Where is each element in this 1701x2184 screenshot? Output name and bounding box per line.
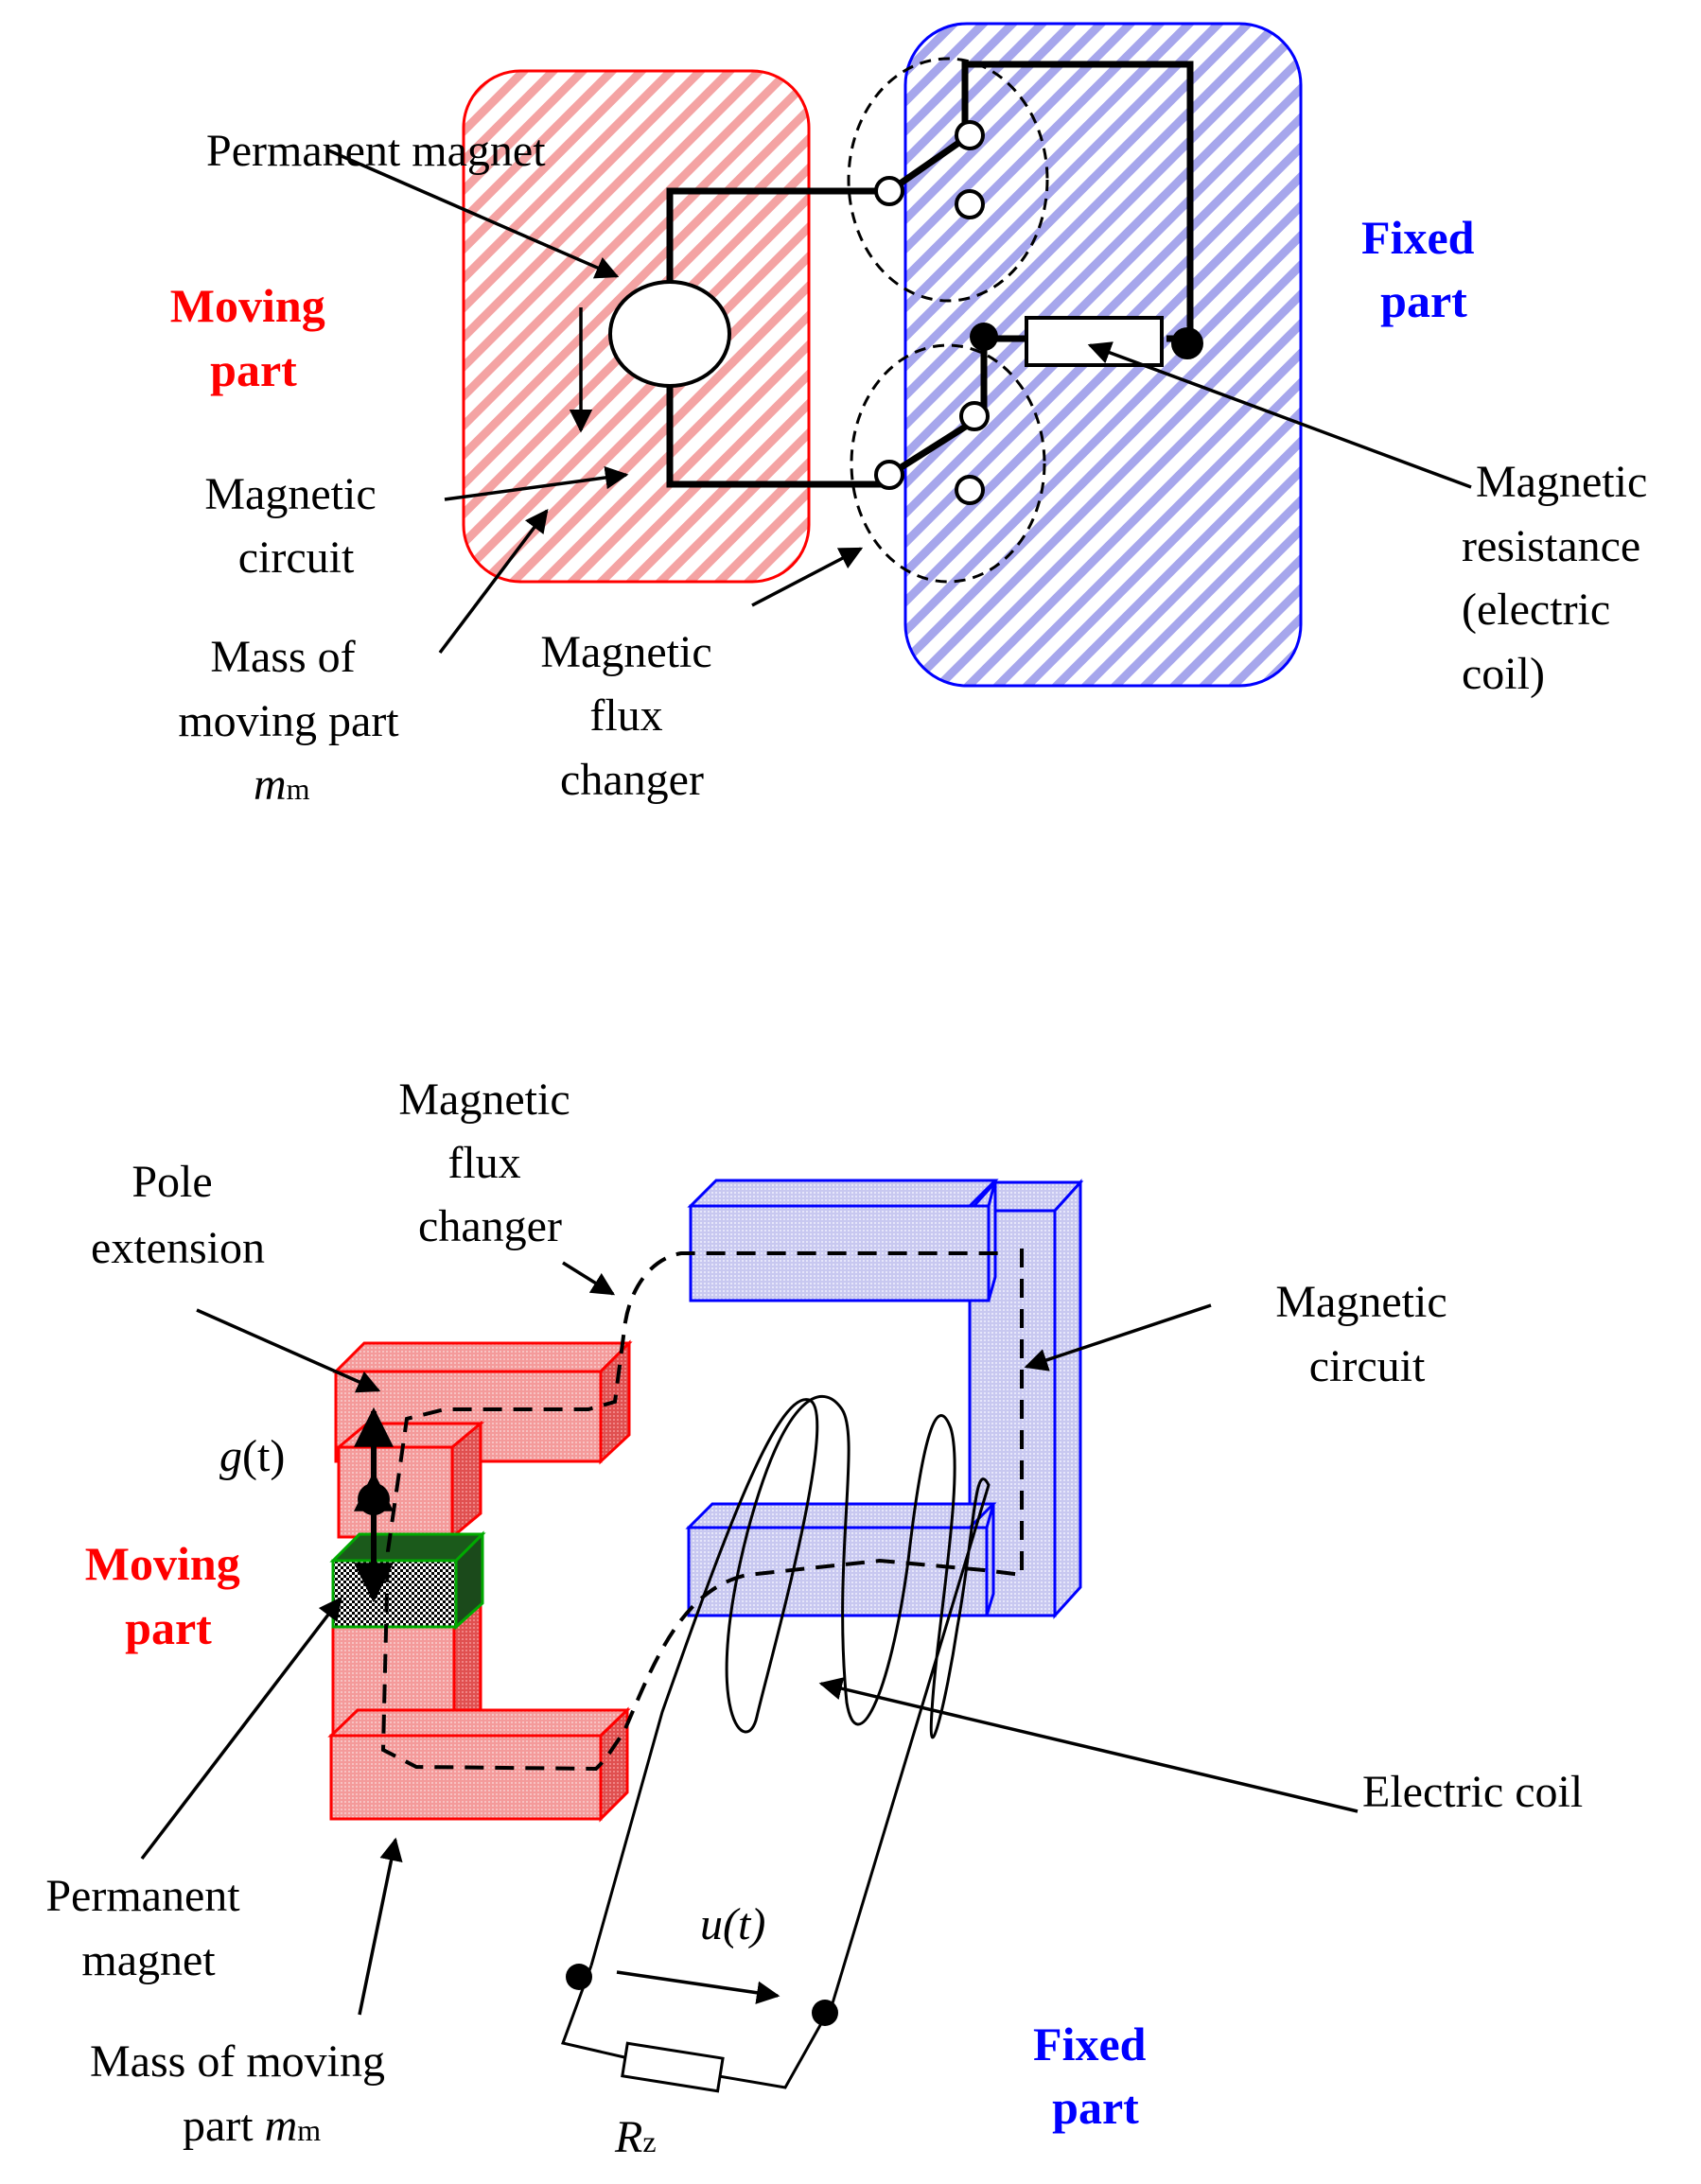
label-fixed-part-top: Fixed part (1361, 211, 1486, 327)
magnetic-resistance-symbol (1025, 316, 1164, 367)
fixed-magnetic-core (685, 1179, 1084, 1619)
label-permanent-magnet-bottom: Permanent magnet (45, 1871, 251, 1985)
label-voltage: u(t) (700, 1899, 765, 1949)
gap-reference-dot (358, 1483, 390, 1515)
label-flux-changer-bottom: Magnetic flux changer (398, 1075, 581, 1251)
label-gap: g(t) (219, 1431, 285, 1481)
label-flux-changer-top: Magnetic flux changer (540, 627, 723, 805)
load-resistor (621, 2041, 725, 2093)
top-schematic: Permanent magnet Moving part Fixed part … (170, 22, 1658, 810)
label-magnetic-resistance: Magnetic resistance (electric coil) (1462, 457, 1658, 699)
bottom-3d-model: Magnetic flux changer Pole extension Mag… (45, 1075, 1583, 2162)
permanent-magnet-symbol (608, 280, 731, 388)
label-magnetic-circuit-bottom: Magnetic circuit (1275, 1277, 1458, 1391)
bottom-pointer-arrows (140, 1261, 1359, 2016)
flux-changer-switches (887, 134, 976, 478)
terminal-left (566, 1964, 592, 1990)
electric-coil-winding (589, 1395, 991, 2004)
label-mass-moving-part-bottom-2: part mm (183, 2101, 321, 2151)
label-mass-symbol-top: mm (254, 760, 310, 810)
label-electric-coil: Electric coil (1362, 1767, 1583, 1817)
label-mass-moving-part-bottom: Mass of moving (90, 2036, 385, 2087)
top-pointer-arrows (325, 148, 1472, 655)
label-pole-extension: Pole extension (91, 1157, 265, 1273)
label-resistor: Rz (614, 2112, 657, 2162)
load-circuit (561, 1965, 834, 2089)
flux-changer-lower (850, 343, 1046, 584)
resistor-node-left (970, 323, 998, 351)
label-moving-part-top: Moving part (170, 279, 337, 396)
label-moving-part-bottom: Moving part (85, 1537, 252, 1654)
label-magnetic-circuit-top: Magnetic circuit (204, 469, 387, 583)
label-permanent-magnet-top: Permanent magnet (206, 126, 546, 176)
resistor-node-right (1171, 327, 1203, 359)
permanent-magnet-block (329, 1530, 486, 1631)
label-mass-moving-part-top: Mass of moving part (178, 632, 399, 746)
flux-changer-upper (847, 57, 1049, 303)
switch-contacts (874, 120, 990, 505)
label-fixed-part-bottom: Fixed part (1033, 2018, 1158, 2134)
terminal-right (812, 2000, 838, 2026)
